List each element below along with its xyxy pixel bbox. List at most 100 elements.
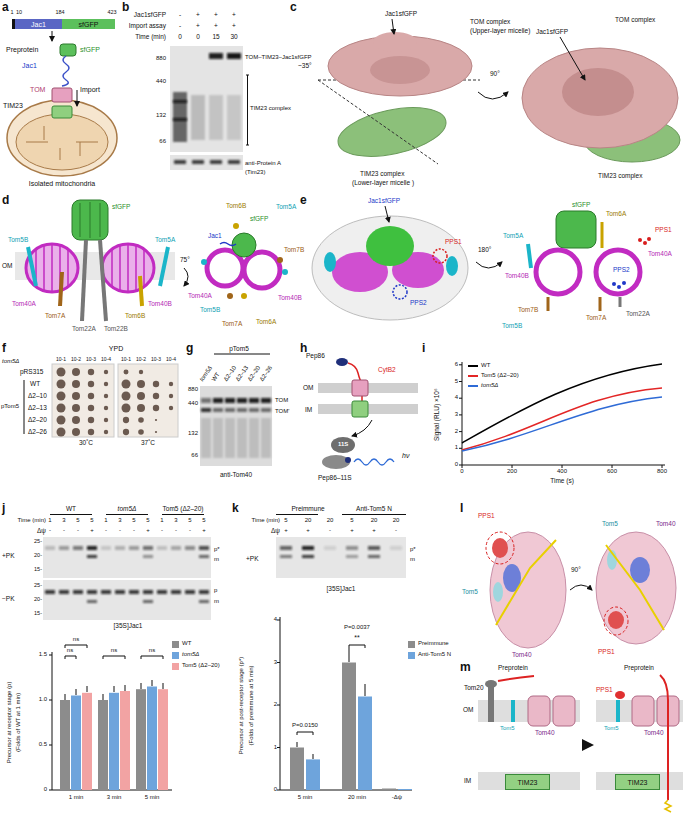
- figure-shape: [486, 532, 514, 564]
- gel-band: [59, 590, 69, 594]
- figure-shape: [617, 285, 621, 289]
- figure-shape: [536, 250, 580, 294]
- figure-label: 423: [107, 9, 116, 15]
- figure-label: Jac1sfGFP: [134, 11, 166, 18]
- figure-shape: [277, 257, 283, 263]
- figure-shape: [7, 100, 117, 176]
- figure-label: **: [354, 634, 359, 642]
- figure-label: 0: [460, 468, 463, 475]
- figure-shape: [496, 540, 556, 625]
- yeast-spot: [169, 406, 173, 410]
- gel-band: [368, 546, 380, 550]
- figure-shape: [60, 700, 70, 790]
- panel-letter: j: [2, 502, 5, 516]
- figure-label: 1: [10, 9, 13, 15]
- gel-band: [174, 160, 186, 164]
- figure-label: CytB2: [378, 366, 396, 373]
- panel-letter: l: [460, 502, 463, 516]
- legend-swatch: [408, 641, 415, 648]
- figure-shape: [72, 200, 108, 240]
- figure-label: Tom40A: [648, 250, 672, 257]
- legend-swatch: [172, 663, 179, 670]
- figure-shape: [276, 514, 406, 515]
- yeast-spot: [88, 393, 94, 399]
- yeast-spot: [72, 392, 80, 400]
- gel-band: [261, 398, 271, 403]
- figure-label: Tom6B: [226, 202, 246, 209]
- figure-shape: [601, 222, 604, 248]
- figure-label: +: [196, 11, 200, 18]
- figure-label: (Upper-layer micelle): [470, 27, 530, 34]
- figure-shape: [82, 240, 86, 321]
- figure-shape: [160, 247, 168, 286]
- gel-band: [192, 160, 204, 164]
- figure-label: sfGFP: [250, 215, 268, 222]
- figure-label: +: [146, 527, 150, 534]
- figure-shape: [60, 272, 62, 306]
- figure-shape: [244, 252, 280, 288]
- figure-label: 0: [274, 786, 277, 793]
- figure-label: PPS1: [596, 686, 613, 693]
- figure-shape: [241, 293, 247, 299]
- figure-shape: [632, 696, 654, 726]
- figure-shape: [392, 19, 394, 34]
- figure-shape: [220, 243, 236, 246]
- figure-label: 10-3: [151, 357, 161, 363]
- yeast-spot: [72, 404, 80, 412]
- figure-label: TOM': [275, 408, 289, 415]
- figure-label: TIM23: [3, 102, 23, 110]
- legend-line: [468, 385, 478, 387]
- figure-shape: [492, 538, 508, 558]
- figure-shape: [277, 617, 412, 790]
- panel-letter: c: [290, 1, 297, 15]
- figure-shape: [342, 663, 356, 791]
- figure-label: 1.5: [39, 651, 47, 658]
- figure-shape: [276, 537, 406, 578]
- panel-letter: d: [2, 194, 9, 208]
- figure-label: Tom5B: [8, 236, 28, 243]
- yeast-spot: [57, 416, 66, 425]
- panel-letter: g: [186, 342, 193, 356]
- figure-label: WT: [210, 371, 221, 383]
- figure-label: Time (min): [18, 517, 46, 524]
- figure-label: 5: [146, 517, 149, 524]
- figure-shape: [214, 354, 270, 355]
- figure-label: 10-2: [136, 357, 146, 363]
- figure-label: PPS2: [613, 266, 630, 273]
- panel-letter: a: [2, 1, 9, 15]
- yeast-spot: [123, 429, 129, 435]
- figure-label: sfGFP: [572, 201, 590, 208]
- figure-shape: [547, 297, 550, 311]
- figure-label: Tom40B: [148, 300, 172, 307]
- yeast-spot: [88, 369, 94, 375]
- figure-label: Tom7B: [284, 246, 304, 253]
- gel-band: [73, 546, 83, 550]
- figure-label: Tom5A: [155, 236, 175, 243]
- figure-label: 4: [274, 616, 277, 623]
- panel-letter: k: [232, 502, 239, 516]
- gel-band: [129, 546, 139, 550]
- figure-label: Jac1: [22, 62, 37, 70]
- figure-shape: [643, 241, 647, 245]
- figure-label: 880: [188, 386, 198, 393]
- figure-label: 10-4: [101, 357, 111, 363]
- figure-label: 5 min: [145, 794, 160, 801]
- figure-shape: [24, 380, 25, 434]
- figure-label: 1 min: [69, 794, 84, 801]
- figure-shape: [50, 514, 204, 515]
- figure-label: IM: [305, 406, 312, 413]
- figure-shape: [147, 687, 157, 791]
- figure-label: 3: [118, 517, 121, 524]
- figure-label: (Tim23): [245, 169, 265, 176]
- gel-band: [143, 555, 153, 558]
- figure-label: Time (s): [550, 477, 574, 484]
- legend-text: WT: [182, 640, 191, 647]
- figure-shape: [562, 68, 634, 116]
- legend-swatch: [172, 652, 179, 659]
- figure-label: Preprotein: [624, 664, 654, 671]
- figure-shape: [606, 545, 664, 630]
- figure-label: 1.0: [39, 696, 47, 703]
- figure-label: (Folds of preimmune at 5 min): [248, 665, 255, 745]
- figure-shape: [52, 31, 53, 41]
- construct-segment: Jac1: [15, 19, 62, 29]
